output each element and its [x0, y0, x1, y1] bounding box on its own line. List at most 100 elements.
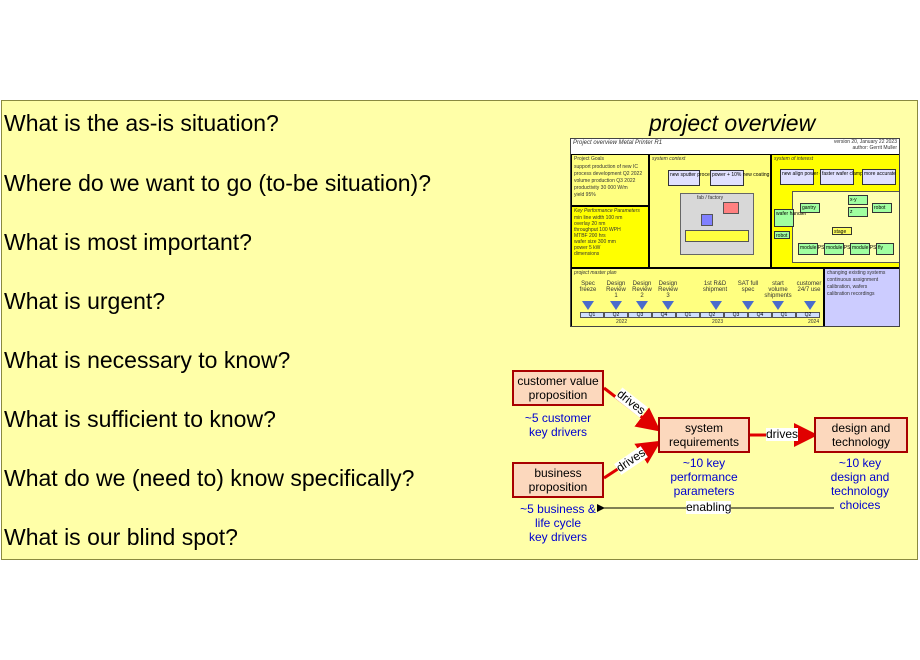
- mini-milestone-marker: [710, 301, 722, 310]
- enabling-label: enabling: [686, 500, 732, 514]
- mini-quarter-cell: Q1: [580, 312, 604, 318]
- mini-year: 2022: [616, 319, 628, 325]
- mini-milestone-marker: [610, 301, 622, 310]
- customer-value-box: customer value proposition: [512, 370, 604, 406]
- mini-quarter-cell: Q1: [676, 312, 700, 318]
- mini-milestone: 1st R&D shipment: [702, 281, 728, 293]
- mini-milestone: Spec freeze: [579, 281, 597, 293]
- mini-risks-panel: changing existing systems continuous ass…: [824, 268, 899, 326]
- mini-milestone: Design Review 3: [658, 281, 678, 299]
- mini-goal: support production of new IC: [574, 164, 638, 170]
- mini-kpi: wafer size 300 mm: [574, 239, 616, 245]
- mini-quarter-cell: Q4: [748, 312, 772, 318]
- mini-quarter-cell: Q1: [772, 312, 796, 318]
- question-as-is: What is the as-is situation?: [4, 110, 279, 136]
- mini-soi-box: faster wafer clamp: [820, 169, 863, 185]
- mini-goal: volume production Q3 2022: [574, 178, 636, 184]
- mini-risks-title: changing existing systems: [827, 270, 886, 276]
- project-overview-thumbnail: Project overview Metal Printer R1 versio…: [570, 138, 900, 327]
- mini-fab-label: fab / factory: [697, 195, 724, 201]
- mini-kpi-title: Key Performance Parameters: [574, 208, 640, 214]
- mini-soi-part: gantry: [800, 203, 820, 213]
- mini-kpi: throughput 100 WPH: [574, 227, 621, 233]
- question-urgent: What is urgent?: [4, 288, 166, 314]
- mini-soi-panel: system of interest new align power + 50%…: [771, 154, 899, 268]
- mini-risk: calibration recordings: [827, 291, 875, 297]
- mini-quarter-cell: Q2: [700, 312, 724, 318]
- customer-drivers-note: ~5 customer key drivers: [524, 411, 592, 439]
- mini-soi-box: more accurate: [862, 169, 896, 185]
- mini-plan-panel: project master plan Spec freeze Design R…: [571, 268, 824, 326]
- mini-soi-part: robot: [774, 231, 790, 239]
- overview-title: project overview: [649, 110, 816, 136]
- mini-author: author: Gerrit Muller: [852, 145, 897, 151]
- mini-soi-part: stage: [832, 227, 852, 235]
- mini-goal: yield 95%: [574, 192, 596, 198]
- mini-kpi: dimensions: [574, 251, 600, 257]
- mini-milestone: SAT full spec: [737, 281, 759, 293]
- mini-kpi-panel: Key Performance Parameters min line widt…: [571, 206, 649, 268]
- system-requirements-box: system requirements: [658, 417, 750, 453]
- mini-milestone: Design Review 2: [632, 281, 652, 299]
- mini-milestone-marker: [662, 301, 674, 310]
- mini-goal: process development Q2 2022: [574, 171, 643, 177]
- mini-quarter-cell: Q2: [796, 312, 820, 318]
- question-specific: What do we (need to) know specifically?: [4, 465, 415, 491]
- mini-fab-line: [685, 230, 749, 242]
- mini-soi-title: system of interest: [774, 156, 814, 162]
- drivers-diagram: customer value proposition business prop…: [500, 360, 920, 560]
- mini-soi-part: module PSUP: [824, 243, 857, 255]
- question-sufficient: What is sufficient to know?: [4, 406, 276, 432]
- mini-year: 2023: [712, 319, 724, 325]
- mini-kpi: power 5 kW: [574, 245, 601, 251]
- mini-quarter-cell: Q4: [652, 312, 676, 318]
- mini-context-panel: system context new sputter process power…: [649, 154, 771, 268]
- mini-kpi: overlay 20 nm: [574, 221, 606, 227]
- question-blind-spot: What is our blind spot?: [4, 524, 238, 550]
- mini-version: version 20, January 22 2023: [833, 139, 897, 145]
- mini-fab-box: fab / factory: [680, 193, 754, 255]
- mini-kpi: min line width 100 nm: [574, 215, 623, 221]
- mini-quarter-cell: Q3: [724, 312, 748, 318]
- mini-goal: productivity 30 000 W/m: [574, 185, 628, 191]
- mini-header: Project overview Metal Printer R1: [573, 140, 663, 146]
- mini-context-box: power + 10% new coating: [710, 170, 769, 186]
- mini-context-box: new sputter process: [668, 170, 715, 186]
- mini-soi-part: module PSUP: [798, 243, 831, 255]
- mini-soi-part: x-y: [848, 195, 868, 205]
- mini-milestone-marker: [582, 301, 594, 310]
- drives-label: drives: [766, 427, 799, 441]
- mini-soi-part: module PSUP: [850, 243, 883, 255]
- business-drivers-note: ~5 business & life cycle key drivers: [520, 502, 596, 544]
- mini-kpi: MTBF 200 hrs: [574, 233, 606, 239]
- question-necessary: What is necessary to know?: [4, 347, 291, 373]
- question-important: What is most important?: [4, 229, 252, 255]
- mini-milestone-marker: [742, 301, 754, 310]
- mini-soi-part: z: [848, 207, 868, 217]
- mini-context-title: system context: [652, 156, 686, 162]
- business-proposition-box: business proposition: [512, 462, 604, 498]
- mini-plan-title: project master plan: [574, 270, 617, 276]
- design-technology-box: design and technology: [814, 417, 908, 453]
- design-choices-note: ~10 key design and technology choices: [830, 456, 890, 512]
- mini-goals-panel: Project Goals support production of new …: [571, 154, 649, 206]
- kpp-note: ~10 key performance parameters: [670, 456, 738, 498]
- mini-soi-part: wafer handler: [774, 209, 806, 227]
- mini-fab-module: [723, 202, 739, 214]
- mini-milestone-marker: [636, 301, 648, 310]
- mini-risk: continuous assignment: [827, 277, 879, 283]
- mini-quarter-cell: Q3: [628, 312, 652, 318]
- mini-goals-title: Project Goals: [574, 156, 605, 162]
- question-to-be: Where do we want to go (to-be situation)…: [4, 170, 432, 196]
- mini-milestone-marker: [772, 301, 784, 310]
- mini-milestone: customer 24/7 use: [796, 281, 822, 293]
- mini-soi-box: new align power + 50%: [780, 169, 834, 185]
- mini-soi-part: fly: [876, 243, 894, 255]
- mini-milestone: Design Review 1: [606, 281, 626, 299]
- mini-milestone-marker: [804, 301, 816, 310]
- mini-quarter-cell: Q2: [604, 312, 628, 318]
- mini-risk: calibration, wafers: [827, 284, 868, 290]
- mini-milestone: start volume shipments: [764, 281, 792, 299]
- mini-fab-module: [701, 214, 713, 226]
- mini-soi-part: robot: [872, 203, 892, 213]
